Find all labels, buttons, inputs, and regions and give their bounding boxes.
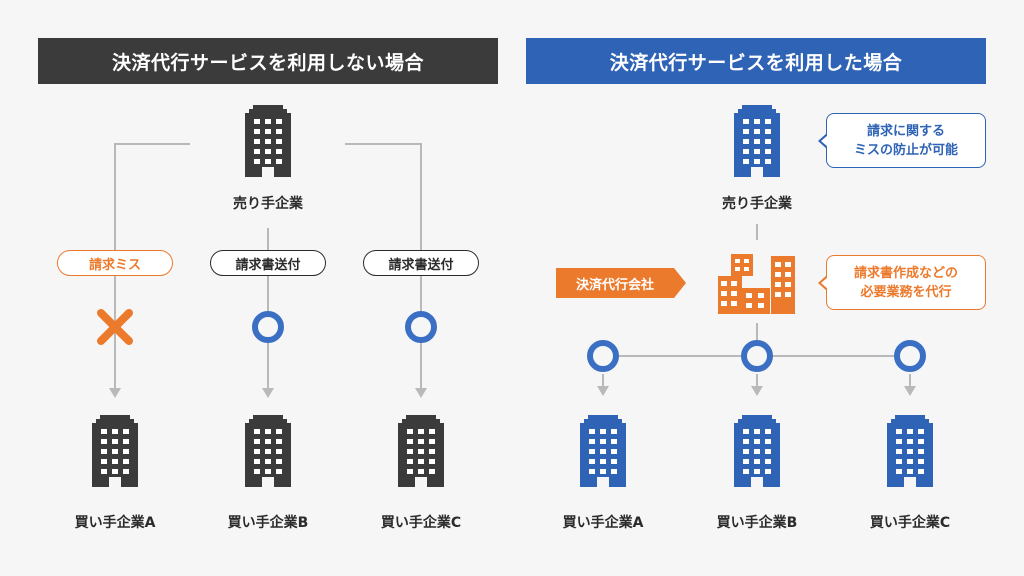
arrowhead-left-b: [262, 388, 274, 398]
arrowhead-right-b: [751, 386, 763, 396]
label-billing-error: 請求ミス: [57, 250, 173, 276]
arrowhead-left-a: [109, 388, 121, 398]
label-invoice-sent: 請求書送付: [363, 250, 479, 276]
arrowhead-left-c: [415, 388, 427, 398]
left-header: 決済代行サービスを利用しない場合: [38, 38, 498, 84]
seller-building-icon: [734, 105, 780, 177]
circle-mark-icon: [741, 340, 773, 372]
arrowhead-right-a: [597, 386, 609, 396]
seller-building-icon: [245, 105, 291, 177]
right-buyer-a-label: 買い手企業A: [562, 515, 644, 531]
callout-line: ミスの防止が可能: [853, 142, 958, 158]
left-buyer-c-label: 買い手企業C: [380, 515, 462, 531]
left-buyer-b-label: 買い手企業B: [227, 515, 309, 531]
left-connector-a: [114, 143, 190, 390]
buyer-a-building-icon: [580, 415, 626, 487]
buyer-c-building-icon: [398, 415, 444, 487]
agent-callout: 請求書作成などの 必要業務を代行: [818, 255, 986, 310]
cross-mark-icon: [97, 309, 133, 345]
arrowhead-right-c: [904, 386, 916, 396]
callout-line: 請求に関する: [866, 123, 945, 139]
left-seller-label: 売り手企業: [233, 196, 303, 212]
callout-line: 必要業務を代行: [860, 284, 952, 300]
payment-agent-building-icon: [718, 254, 795, 314]
left-buyer-a-label: 買い手企業A: [74, 515, 156, 531]
buyer-a-building-icon: [92, 415, 138, 487]
circle-mark-icon: [587, 340, 619, 372]
circle-mark-icon: [405, 311, 437, 343]
right-buyer-b-label: 買い手企業B: [716, 515, 798, 531]
seller-callout: 請求に関する ミスの防止が可能: [818, 113, 986, 168]
circle-mark-icon: [252, 311, 284, 343]
right-seller-label: 売り手企業: [722, 196, 792, 212]
circle-mark-icon: [894, 340, 926, 372]
buyer-b-building-icon: [245, 415, 291, 487]
callout-line: 請求書作成などの: [853, 265, 958, 281]
payment-agent-tag: 決済代行会社: [556, 268, 674, 298]
right-buyer-c-label: 買い手企業C: [869, 515, 951, 531]
payment-agent-tag-label: 決済代行会社: [575, 277, 654, 293]
buyer-b-building-icon: [734, 415, 780, 487]
right-header: 決済代行サービスを利用した場合: [526, 38, 986, 84]
label-invoice-sent: 請求書送付: [210, 250, 326, 276]
payment-agent-tag-pointer: [674, 268, 686, 298]
buyer-c-building-icon: [887, 415, 933, 487]
left-connector-c: [345, 143, 422, 390]
